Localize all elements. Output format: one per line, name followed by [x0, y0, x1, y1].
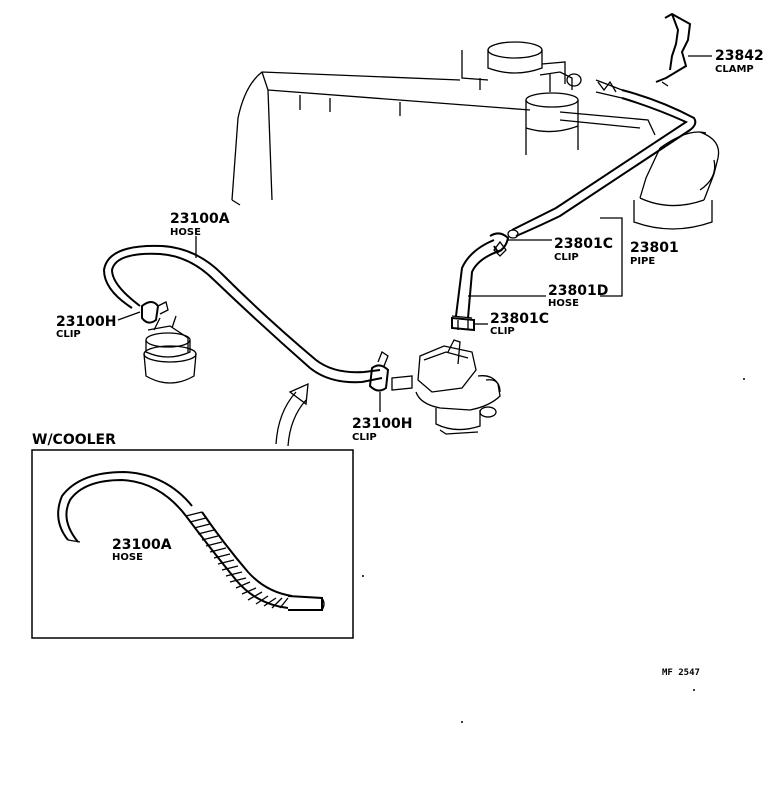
hose-23801d-part	[451, 239, 503, 319]
oil-filler-cap	[461, 41, 566, 92]
hose-23100a-part	[102, 244, 383, 384]
clamp-23842-part	[655, 12, 692, 87]
fuel-pipe-23801-part	[507, 79, 697, 239]
clip-23801c-upper-part	[489, 232, 510, 257]
clamp-23842-name: CLAMP	[715, 64, 754, 75]
inset-frame	[31, 449, 354, 639]
fuel-pump-part	[391, 339, 501, 435]
hose-23100a-name: HOSE	[170, 227, 201, 238]
pipe-23801-name: PIPE	[630, 256, 655, 267]
scan-specks	[362, 378, 745, 723]
inset-hose-number: 23100A	[112, 537, 172, 553]
clip-23100h-center-part	[368, 351, 390, 392]
label-clip-23100h-center: 23100H CLIP	[352, 416, 412, 443]
clip-23801c-lower-part	[451, 316, 475, 332]
clip-23801c-upper-name: CLIP	[554, 252, 579, 263]
pipe-23801-number: 23801	[630, 240, 679, 256]
label-hose-23801d: 23801D HOSE	[548, 283, 608, 309]
hose-23801d-number: 23801D	[548, 283, 608, 299]
clip-23100h-left-name: CLIP	[56, 329, 81, 340]
engine-outline	[231, 71, 656, 206]
clip-23100h-center-number: 23100H	[352, 416, 412, 432]
clip-23801c-upper-number: 23801C	[554, 236, 613, 252]
inset-title: W/COOLER	[32, 432, 116, 448]
label-clip-23801c-upper: 23801C CLIP	[554, 236, 613, 263]
corrugated-section	[185, 511, 289, 609]
clamp-23842-number: 23842	[715, 48, 764, 64]
inset-hose-name: HOSE	[112, 552, 143, 563]
fuel-filter-part	[143, 315, 197, 384]
inset-hose-23100a-part	[57, 470, 325, 611]
pointer-arrow	[275, 382, 309, 447]
cooler-inset: W/COOLER 23100A HOSE	[31, 432, 354, 639]
label-hose-23100a: 23100A HOSE	[170, 211, 230, 238]
clip-23100h-left-number: 23100H	[56, 314, 116, 330]
hose-23100a-number: 23100A	[170, 211, 230, 227]
label-pipe-23801: 23801 PIPE	[630, 240, 679, 267]
figure-reference: MF 2547	[662, 668, 700, 678]
intake-elbow	[633, 131, 720, 230]
clip-23801c-lower-name: CLIP	[490, 326, 515, 337]
clip-23100h-left-part	[141, 301, 169, 324]
hose-23801d-name: HOSE	[548, 298, 579, 309]
clip-23801c-lower-number: 23801C	[490, 311, 549, 327]
leader-lines	[117, 55, 712, 412]
label-clamp-23842: 23842 CLAMP	[715, 48, 764, 75]
label-clip-23801c-lower: 23801C CLIP	[490, 311, 549, 337]
label-clip-23100h-left: 23100H CLIP	[56, 314, 116, 340]
clip-23100h-center-name: CLIP	[352, 432, 377, 443]
breather-cylinder	[525, 71, 582, 155]
